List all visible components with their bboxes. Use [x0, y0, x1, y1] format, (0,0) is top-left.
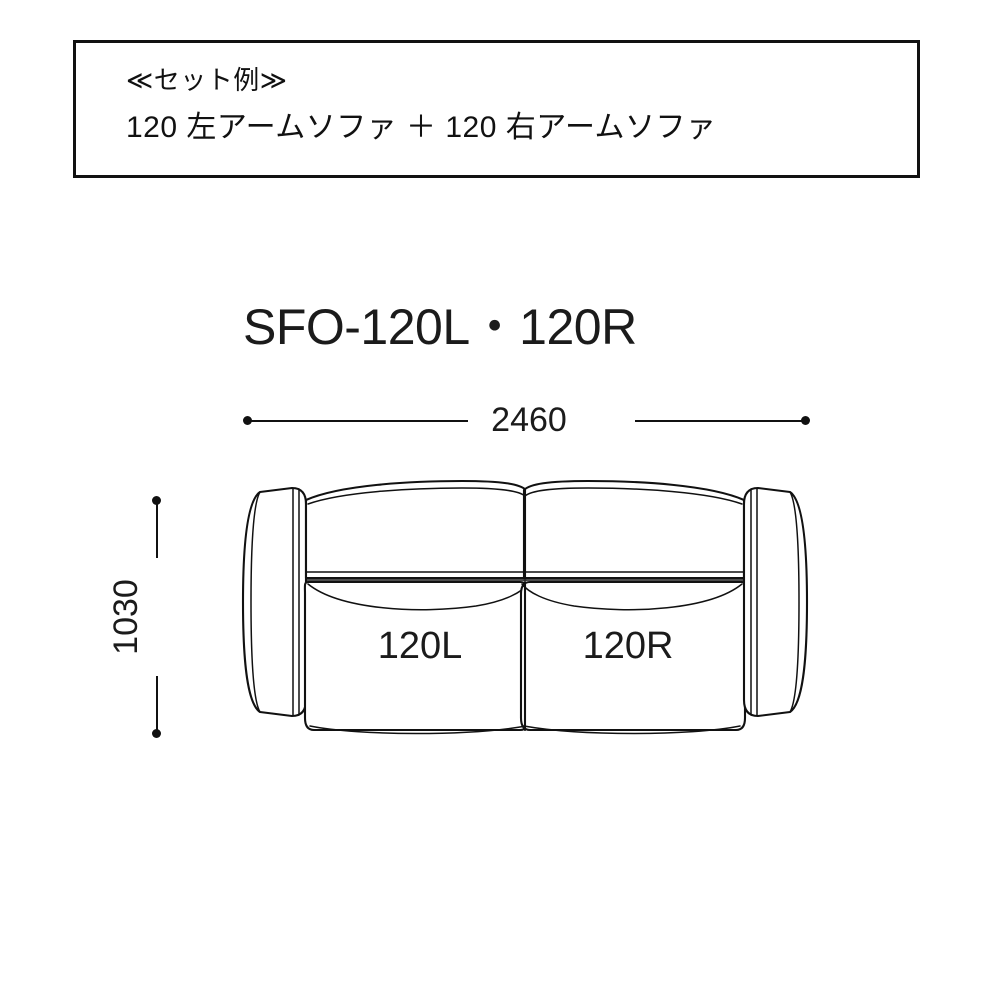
width-dimension-end-dot	[801, 416, 810, 425]
width-dimension-line-right	[635, 420, 807, 422]
right-backrest	[522, 479, 746, 581]
right-armrest	[742, 486, 809, 718]
width-dimension-line-left	[246, 420, 468, 422]
left-backrest	[304, 479, 528, 581]
width-dimension: 2460	[243, 396, 810, 448]
width-dimension-value: 2460	[475, 396, 583, 444]
height-dimension-value: 1030	[102, 571, 212, 663]
height-dimension-line-bottom	[156, 676, 158, 732]
left-armrest	[241, 486, 308, 718]
set-example-caption-box: ≪セット例≫ 120 左アームソファ ＋ 120 右アームソファ	[73, 40, 920, 178]
sofa-module-left: 120L	[241, 479, 531, 735]
height-dimension-start-dot	[152, 496, 161, 505]
page-title: SFO-120L・120R	[243, 299, 637, 355]
caption-text-group: ≪セット例≫ 120 左アームソファ ＋ 120 右アームソファ	[126, 60, 907, 152]
height-dimension-line-top	[156, 502, 158, 558]
sofa-elevation-drawing: 120L	[230, 470, 820, 760]
sofa-module-right: 120R	[519, 479, 809, 735]
height-dimension-end-dot	[152, 729, 161, 738]
seat-label-left: 120L	[378, 625, 463, 667]
seat-label-right: 120R	[583, 625, 674, 667]
caption-heading: ≪セット例≫	[126, 65, 288, 95]
caption-detail: 120 左アームソファ ＋ 120 右アームソファ	[126, 111, 717, 144]
height-dimension: 1030	[102, 496, 212, 738]
